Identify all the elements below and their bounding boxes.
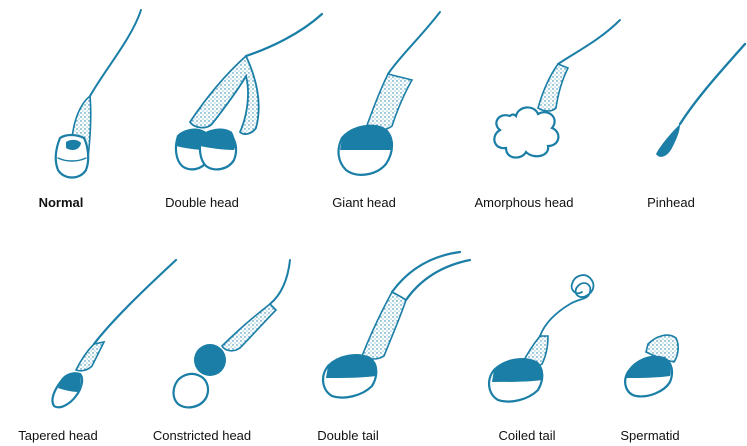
figure-label-double-tail: Double tail	[317, 429, 378, 442]
figure-label-coiled-tail: Coiled tail	[498, 429, 555, 442]
double-head-sperm-figure	[176, 14, 322, 169]
double-tail-sperm-figure	[323, 252, 470, 398]
coiled-tail-sperm-figure	[489, 275, 593, 401]
figure-label-amorphous-head: Amorphous head	[474, 196, 573, 209]
figure-label-tapered-head: Tapered head	[18, 429, 98, 442]
constricted-head-sperm-figure	[174, 260, 291, 407]
tapered-head-sperm-figure	[52, 260, 176, 407]
figure-label-spermatid: Spermatid	[620, 429, 679, 442]
amorphous-head-sperm-figure	[494, 20, 620, 158]
figure-label-giant-head: Giant head	[332, 196, 396, 209]
figure-label-constricted-head: Constricted head	[153, 429, 251, 442]
giant-head-sperm-figure	[339, 12, 440, 175]
figure-label-normal: Normal	[39, 196, 84, 209]
normal-sperm-figure	[56, 10, 141, 178]
spermatid-figure	[625, 335, 678, 396]
figure-label-double-head: Double head	[165, 196, 239, 209]
figure-label-pinhead: Pinhead	[647, 196, 695, 209]
pinhead-sperm-figure	[656, 44, 745, 157]
